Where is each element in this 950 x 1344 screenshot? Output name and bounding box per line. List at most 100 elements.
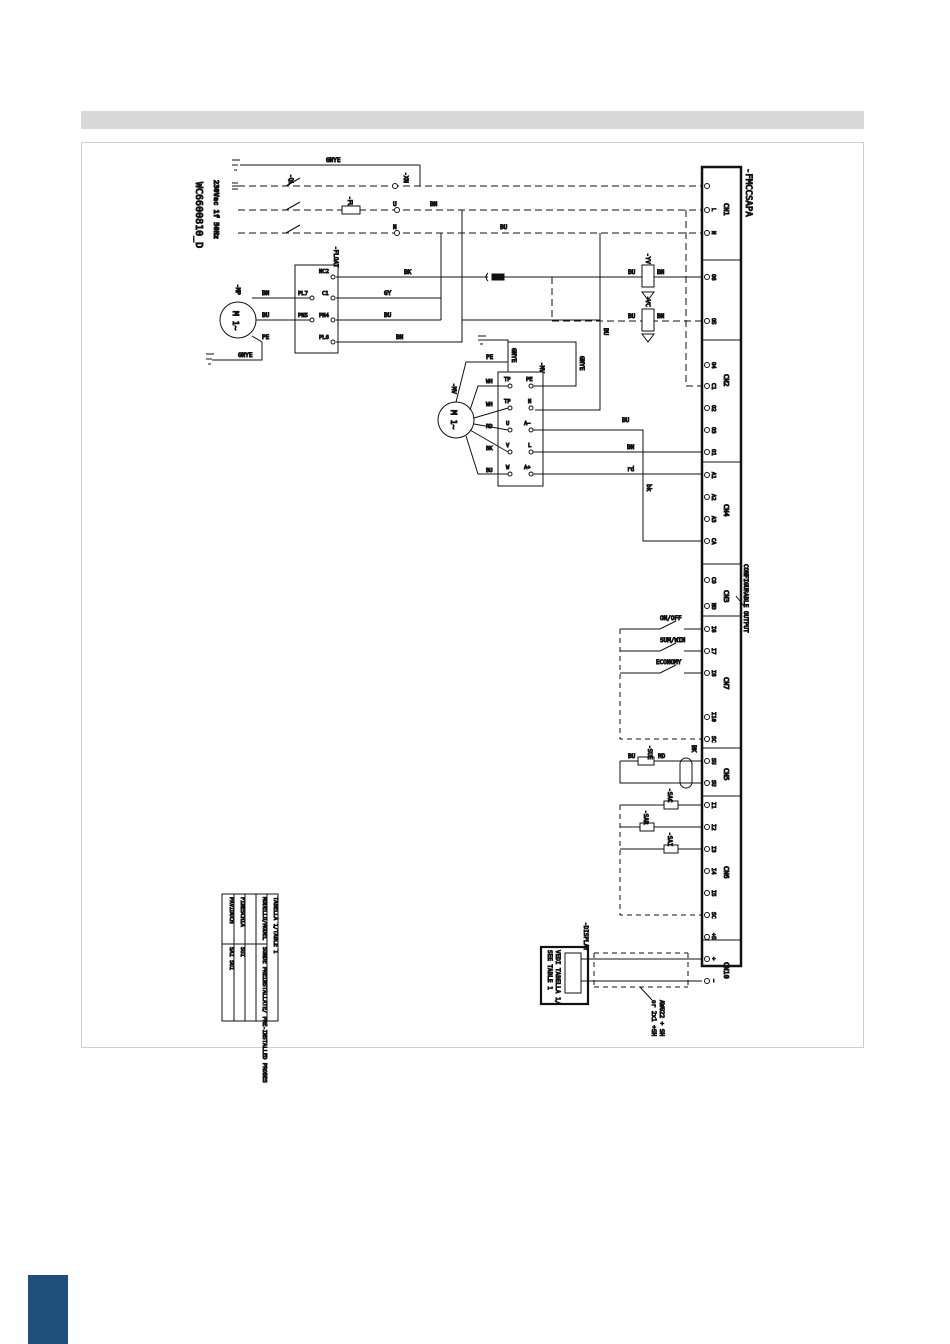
mp-bu: BU [262, 312, 270, 319]
mv-aminus: A− [524, 421, 531, 427]
sue-bu: BU [628, 753, 636, 760]
vc-bn: BN [657, 313, 665, 320]
display-note-2: SEE TABLE 1 [546, 950, 553, 990]
mv-gnye-wire: GNYE [510, 348, 517, 363]
sar-label: -SAR [642, 810, 649, 825]
mp-bn: BN [262, 290, 270, 297]
sue-label: -SUE [646, 745, 653, 760]
pin-i2: I2 [710, 824, 716, 831]
mv-bu-right: BU [622, 417, 630, 424]
u-label: U [393, 201, 397, 208]
cn10-label: CN10 [722, 962, 730, 979]
switch-sum-win: SUM/WIN [660, 637, 686, 644]
float-pn4: PN4 [319, 313, 330, 319]
display-note-1: VEDI TABELLA 1/ [554, 950, 561, 1005]
pin-o3: O3 [710, 427, 716, 434]
pin-plus: + [710, 957, 716, 961]
mv-bn-right: BN [627, 444, 635, 451]
float-label: -FLOAT [332, 246, 339, 268]
mv-gnye-right-label: GNYE [578, 356, 585, 371]
pin-i8: I8 [710, 670, 716, 677]
mv-rd-right: rd [627, 466, 635, 473]
bu-vertical-label: BU [602, 328, 609, 336]
table-lines [222, 894, 268, 1021]
cn6-label: CN6 [722, 866, 730, 879]
table-row1-probe: SUI [239, 947, 245, 957]
pin-l: L [710, 208, 716, 212]
display-box [539, 945, 590, 1006]
mv-bu: BU [486, 468, 493, 474]
yv-coil [641, 264, 655, 288]
switch-wires [620, 620, 702, 674]
pin-i6: I6 [710, 626, 716, 633]
mv-rd: RD [486, 424, 493, 430]
fuse [341, 205, 361, 215]
mp-pl7: PL7 [298, 291, 308, 297]
float-nc2: NC2 [319, 269, 329, 275]
yv-label: -YV [644, 253, 651, 264]
mp-label: -MP [234, 284, 241, 295]
connector-dividers [702, 259, 741, 941]
mv-wires [465, 385, 509, 475]
model-code: WC6600810_D [193, 182, 204, 248]
pin-o4: O4 [710, 362, 716, 369]
pin-i4: I4 [710, 868, 716, 875]
mp-pe: PE [262, 334, 270, 341]
switch-on-off: ON/OFF [660, 615, 682, 622]
pin-i1: I1 [710, 802, 716, 809]
pin-minus: − [710, 979, 716, 983]
sue-probe [619, 760, 702, 784]
pin-i5: I5 [710, 890, 716, 897]
mv-v: V [506, 443, 510, 449]
pin-ca: CA [710, 538, 716, 545]
mv-left-labels: WH WH RD BK BU TP TP U V W PE N A− L A+ [486, 377, 534, 475]
mp-gnye: GNYE [238, 352, 253, 359]
page-corner-tab [28, 1275, 68, 1344]
cn6-wires [620, 804, 702, 850]
dashed-c1-link [685, 210, 702, 387]
vc-label: -VC [644, 296, 651, 307]
mv-terminals [507, 383, 534, 477]
xn-terminal-u [394, 207, 400, 213]
sai-probe [663, 844, 679, 854]
pin-no: NO [710, 603, 716, 610]
mv-pe: PE [526, 377, 533, 383]
mv-motor-text: M 1~ [449, 410, 458, 429]
pin-i7: I7 [710, 648, 716, 655]
yv-bu: BU [628, 269, 636, 276]
sue-rd: RD [658, 753, 666, 760]
mv-tp2: TP [504, 399, 511, 405]
mv-bk-vertical: bk [645, 484, 652, 492]
cn6-dashed-box [619, 805, 702, 916]
pin-o2: O2 [710, 405, 716, 412]
xn-terminal-e [392, 183, 398, 189]
pin-o5: O5 [710, 318, 716, 325]
fu-label: -FU [346, 196, 353, 207]
pin-i3: I3 [710, 846, 716, 853]
connector-plug [491, 273, 505, 281]
float-c1: C1 [322, 291, 329, 297]
diagram-frame [81, 142, 864, 1048]
mv-wh2: WH [486, 402, 493, 408]
switch-economy: ECONOMY [656, 659, 682, 666]
pin-su2: SU [710, 780, 716, 787]
supply-lines [238, 185, 702, 234]
section-header-bar [81, 111, 864, 129]
mv-box-label: -MV [538, 362, 545, 373]
pin-a3: A3 [710, 516, 716, 523]
mp-wires [212, 297, 310, 361]
vc-bu: BU [628, 313, 636, 320]
mp-pn5: PN5 [298, 313, 308, 319]
mv-aplus: A+ [524, 465, 531, 471]
pin-o1: O1 [710, 449, 716, 456]
supply-switch-1 [285, 177, 301, 234]
pin-plus5: +5 [710, 933, 716, 940]
mv-bk: BK [486, 446, 493, 452]
mv-pe-wire: PE [486, 354, 494, 361]
pin-a2: A2 [710, 494, 716, 501]
float-terminals: NC2 C1 PN4 PL6 PL7 PN5 [298, 269, 336, 345]
bn-supply-label: BN [430, 201, 438, 208]
xn-terminal-n [394, 230, 400, 236]
table-row1-model: FINESCHIA [239, 897, 245, 927]
